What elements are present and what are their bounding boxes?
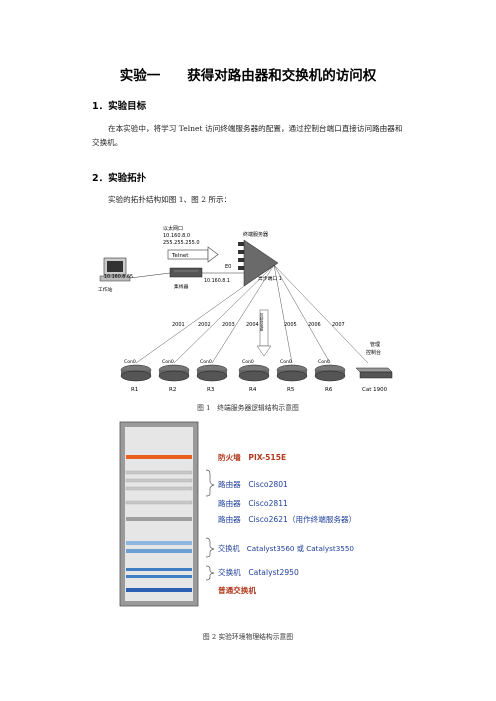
port-2002: 2002 <box>198 322 211 328</box>
label-router-2801: 路由器 Cisco2801 <box>218 479 288 489</box>
label-r2: R2 <box>169 387 176 393</box>
label-switch: Cat 1900 <box>362 387 388 393</box>
port-2007: 2007 <box>332 322 345 328</box>
net-addr: 10.160.8.0 <box>163 233 190 239</box>
topology-diagram: 以太网口 10.160.8.0 255.255.255.0 Telnet 10.… <box>98 225 393 393</box>
mgmt-line1: 管理 <box>370 341 380 348</box>
unit-router-2801-b <box>125 478 193 483</box>
con0-r4: Con0 <box>242 359 254 365</box>
port-2003: 2003 <box>222 322 235 328</box>
switch-icon <box>355 367 393 379</box>
figure-2-rack: 防火墙 PIX-515E 路由器 Cisco2801 路由器 Cisco2811… <box>118 418 380 608</box>
console-lines <box>135 264 369 364</box>
hub-icon <box>169 267 203 278</box>
label-r5: R5 <box>287 387 295 393</box>
con0-r6: Con0 <box>318 359 330 365</box>
workstation-ip: 10.160.8.65 <box>104 274 133 280</box>
router-r6 <box>314 364 346 382</box>
section-body-topology: 实验的拓扑结构如图 1、图 2 所示： <box>108 195 232 204</box>
e0-label: E0 <box>225 264 231 270</box>
brace-switch-a-icon <box>205 537 215 558</box>
workstation-label: 工作站 <box>98 286 113 293</box>
con0-r1: Con0 <box>124 359 136 365</box>
label-r6: R6 <box>325 387 333 393</box>
brace-switch-b-icon <box>205 565 215 581</box>
section-heading-goal: 1．实验目标 <box>92 101 147 112</box>
port-2006: 2006 <box>308 322 321 328</box>
port-2004: 2004 <box>246 322 259 328</box>
hub-label: 集线器 <box>174 283 189 290</box>
figure-2-caption: 图 2 实验环境物理结构示意图 <box>202 633 294 641</box>
unit-switch-2950-b <box>126 575 192 578</box>
unit-firewall <box>126 455 192 459</box>
mgmt-line2: 控制台 <box>366 349 381 356</box>
net-mask: 255.255.255.0 <box>163 240 200 246</box>
label-r1: R1 <box>131 387 138 393</box>
unit-switch-3560-a <box>126 541 192 545</box>
cable-arrow-icon <box>256 309 272 357</box>
ts-label: 终端服务器 <box>243 231 268 238</box>
brace-router-icon <box>205 469 215 497</box>
port-2005: 2005 <box>284 322 297 328</box>
con0-r2: Con0 <box>162 359 174 365</box>
unit-router-2801-c <box>125 486 193 491</box>
figure-1-caption: 图 1 终端服务器逻辑结构示意图 <box>197 404 299 412</box>
figure-1-topology: 以太网口 10.160.8.0 255.255.255.0 Telnet 10.… <box>88 220 410 400</box>
label-firewall: 防火墙 PIX-515E <box>218 452 286 462</box>
port-2001: 2001 <box>172 322 185 328</box>
unit-switch-2950-a <box>126 568 192 571</box>
label-r3: R3 <box>207 387 215 393</box>
unit-hub-switch <box>126 588 192 592</box>
unit-router-2811 <box>125 500 193 505</box>
router-r5 <box>276 364 308 382</box>
label-switch-2950: 交换机 Catalyst2950 <box>218 567 299 577</box>
section-body-goal: 在本实验中，将学习 Telnet 访问终端服务器的配置，通过控制台端口直接访问路… <box>92 124 403 147</box>
rack-diagram: 防火墙 PIX-515E 路由器 Cisco2801 路由器 Cisco2811… <box>119 421 356 607</box>
router-r4 <box>238 364 270 382</box>
unit-router-2621 <box>126 517 192 521</box>
document-title: 实验一 获得对路由器和交换机的访问权 <box>119 68 377 84</box>
con0-r3: Con0 <box>200 359 212 365</box>
telnet-arrow-icon <box>167 246 219 263</box>
label-router-2621: 路由器 Cisco2621（用作终端服务器） <box>218 514 356 524</box>
label-hub-switch: 普通交换机 <box>218 585 256 595</box>
con0-r5: Con0 <box>280 359 292 365</box>
net-label: 以太网口 <box>163 225 183 232</box>
cable-label: 控制台电缆 <box>259 312 264 331</box>
ts-ip: 10.160.8.1 <box>204 278 230 284</box>
workstation-icon <box>99 257 131 282</box>
label-switch-3560: 交换机 Catalyst3560 或 Catalyst3550 <box>218 544 354 553</box>
unit-switch-3560-b <box>126 549 192 553</box>
router-r3 <box>196 364 228 382</box>
section-heading-topology: 2．实验拓扑 <box>92 173 147 184</box>
label-r4: R4 <box>249 387 257 393</box>
unit-router-2801-a <box>125 470 193 475</box>
router-r1 <box>120 364 152 382</box>
rack-inner <box>125 427 193 601</box>
router-r2 <box>158 364 190 382</box>
telnet-label: Telnet <box>171 253 189 259</box>
label-router-2811: 路由器 Cisco2811 <box>218 498 288 508</box>
async-label: 异步端口 1 <box>258 275 282 282</box>
